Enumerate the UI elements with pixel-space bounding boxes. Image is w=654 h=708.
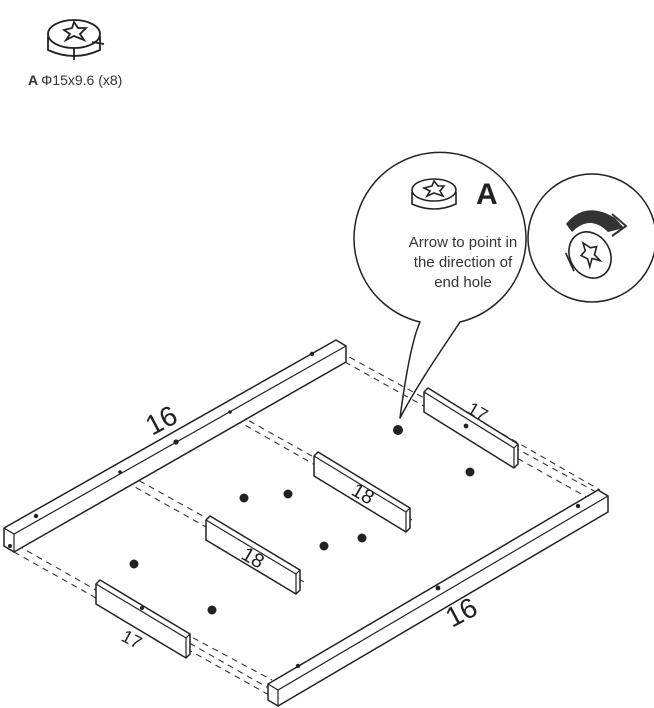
- callout-line-2: the direction of: [413, 254, 513, 271]
- rotation-arrow-icon: [566, 210, 624, 232]
- callout-line-1: Arrow to point in: [408, 234, 518, 251]
- slat-mid-back: [313, 451, 411, 533]
- guide-lines: [7, 351, 601, 701]
- callout-bubble: [353, 151, 654, 419]
- rotation-cam-icon: [564, 231, 612, 279]
- slat-front: [95, 579, 191, 659]
- slat-back: [423, 387, 519, 469]
- callout-instructions: Arrow to point in the direction of end h…: [396, 233, 530, 293]
- slat-mid-front: [205, 515, 301, 595]
- hardware-letter: A: [28, 72, 39, 88]
- cam-lock-icon: [47, 19, 105, 60]
- callout-letter: A: [476, 178, 498, 211]
- cam-lock-markers: [129, 425, 475, 615]
- callout-line-3: end hole: [434, 274, 492, 291]
- cam-lock-callout-icon: [411, 178, 457, 210]
- side-rail-top: [3, 339, 347, 553]
- side-rail-bottom: [267, 489, 609, 707]
- hardware-size: Φ15x9.6 (x8): [41, 72, 123, 88]
